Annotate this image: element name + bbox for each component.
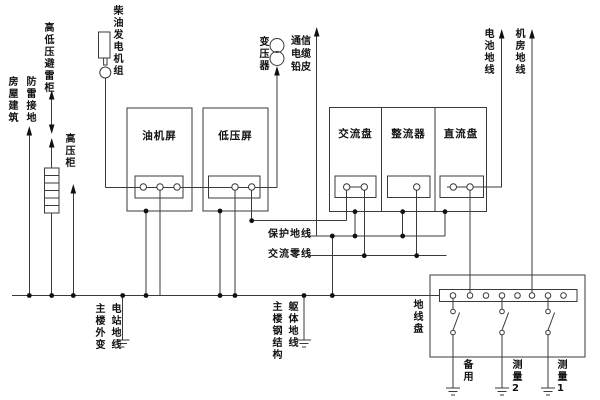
- ground-panel-switches: [450, 298, 556, 388]
- label-hv-cabinet: 高压柜: [63, 133, 74, 169]
- label-diesel-generator-set: 柴油发电机组: [111, 5, 122, 77]
- earth-symbol-measure1: [541, 387, 555, 396]
- ground-panel-box: [429, 274, 586, 358]
- label-protective-ground: 保护地线: [268, 229, 312, 240]
- label-spare: 备用: [461, 359, 472, 383]
- label-panel-lv: 低压屏: [218, 130, 253, 142]
- arrowheads: [26, 27, 535, 194]
- label-station-ground: 电站地线: [109, 303, 120, 351]
- label-ac-neutral: 交流零线: [268, 249, 312, 260]
- arrow-transformer: [274, 66, 280, 76]
- right-panel-group-box: [328, 107, 488, 213]
- earth-symbol-structure: [297, 339, 311, 348]
- label-building-ground-col2: 防雷接地: [24, 76, 35, 124]
- label-comm-cable-row2: 电缆: [291, 49, 311, 60]
- label-panel-ac: 交流盘: [338, 128, 373, 140]
- label-main-bldg-ext-transformer: 主楼外变: [93, 303, 104, 351]
- arrow-building-ground: [26, 126, 33, 136]
- label-measure-1: 测量1: [555, 359, 566, 396]
- label-panel-rectifier: 整流器: [391, 128, 426, 140]
- terminal-circles: [139, 183, 567, 299]
- label-comm-cable-row1: 通信: [291, 36, 311, 47]
- label-measure-2: 测量2: [510, 359, 521, 396]
- label-transformer: 变压器: [257, 36, 268, 72]
- arrow-hv-cabinet: [70, 184, 77, 194]
- label-hv-lv-arrester-cabinet: 高低压避雷柜: [42, 22, 53, 94]
- oil-panel-box: [126, 107, 193, 212]
- label-panel-dc: 直流盘: [443, 128, 479, 140]
- arrow-room-ground: [529, 29, 535, 39]
- label-building-ground-col1: 房屋建筑: [6, 76, 17, 124]
- earth-symbol-measure2: [495, 387, 509, 396]
- label-structure-ground: 躯体地线: [286, 301, 297, 349]
- earth-symbols: [115, 339, 555, 396]
- arrester-symbol: [44, 167, 60, 214]
- panel-boxes: [126, 107, 586, 358]
- label-main-bldg-steel-structure: 主楼钢结构: [270, 301, 281, 361]
- arrow-battery-ground: [498, 29, 505, 39]
- label-room-ground: 机房地线: [513, 28, 524, 76]
- earth-symbol-station: [115, 339, 130, 348]
- label-comm-cable-row3: 铅皮: [291, 62, 311, 73]
- generator-symbol: [98, 31, 112, 79]
- arrow-comm-cable: [313, 27, 320, 37]
- label-ground-panel: 地线盘: [411, 299, 422, 335]
- ground-terminal-strip: [439, 289, 578, 302]
- label-battery-ground: 电池地线: [482, 28, 493, 76]
- label-panel-oil: 油机屏: [142, 130, 177, 142]
- wire-lines: [12, 33, 533, 340]
- transformer-symbol: [269, 38, 285, 66]
- junction-dots: [26, 208, 448, 298]
- lv-panel-box: [202, 107, 269, 212]
- earth-symbol-spare: [446, 387, 460, 396]
